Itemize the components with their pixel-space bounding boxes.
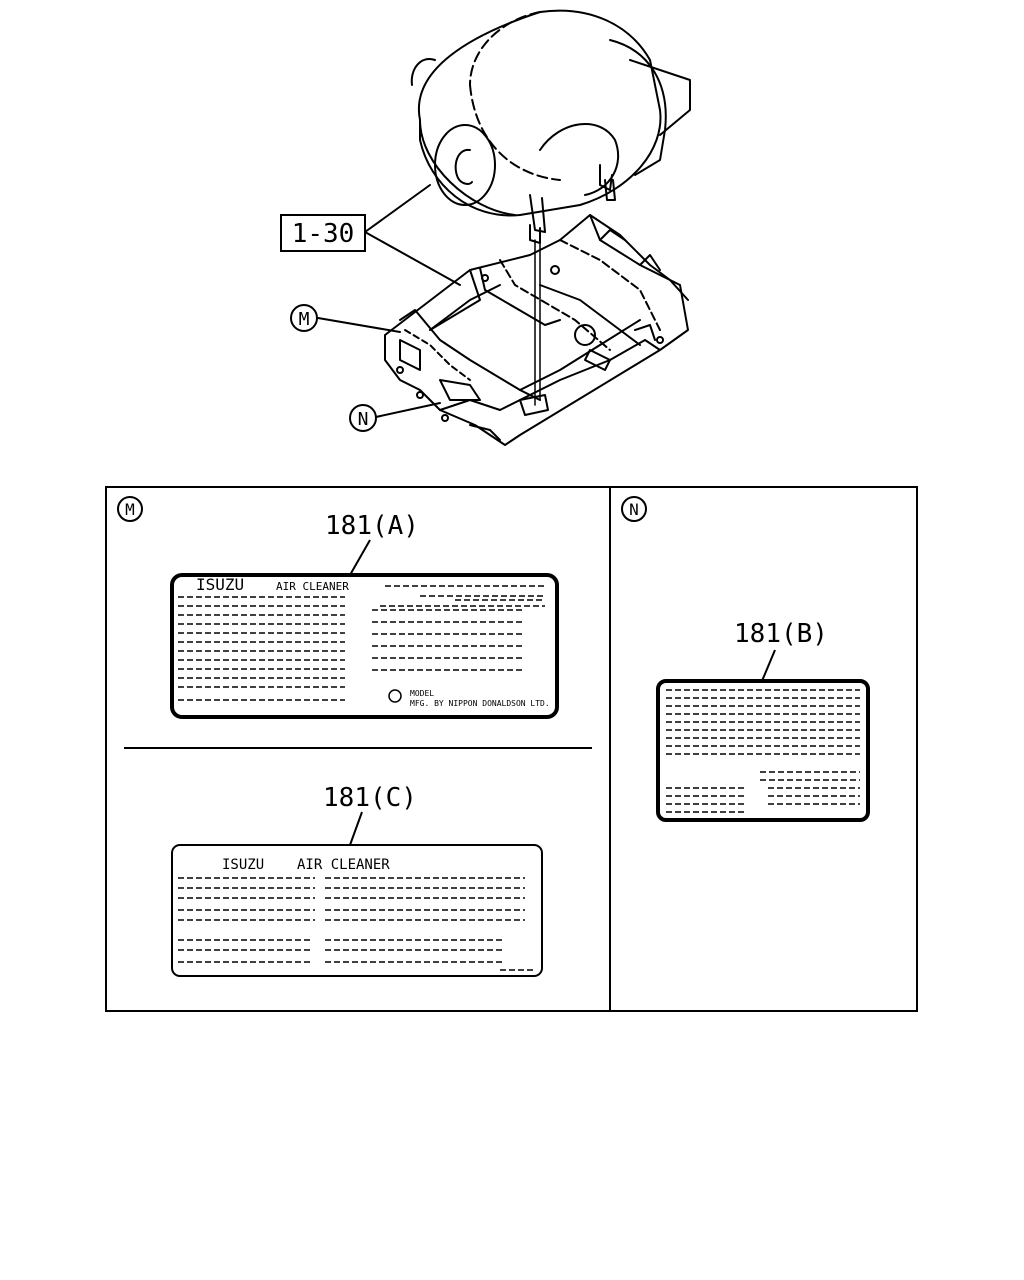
- part-ref-box: [280, 214, 366, 252]
- mounting-bracket: [384, 214, 689, 446]
- leader-line: [375, 402, 441, 418]
- callout-m-label: M: [299, 309, 310, 330]
- label-a-logo-icon: [388, 689, 402, 703]
- label-a-leader: [349, 539, 371, 576]
- label-c-brand: ISUZU: [222, 857, 264, 873]
- air-cleaner-canister: [410, 9, 691, 406]
- callout-m-circle: [290, 304, 318, 332]
- leader-line: [317, 317, 401, 333]
- detail-frame: [105, 486, 918, 1012]
- label-c-leader: [349, 811, 363, 846]
- label-b-plate: [656, 679, 870, 822]
- label-a-maker: MFG. BY NIPPON DONALDSON LTD.: [410, 699, 550, 708]
- label-a-model: MODEL: [410, 689, 434, 698]
- leader-line: [364, 184, 431, 233]
- label-c-product: AIR CLEANER: [297, 857, 390, 873]
- label-c-part-no: 181(C): [323, 783, 417, 813]
- label-a-fine-print: [178, 585, 545, 701]
- label-b-part-no: 181(B): [734, 619, 828, 649]
- callout-n-circle: [349, 404, 377, 432]
- callout-n-label: N: [358, 409, 369, 430]
- assembly-illustration: [317, 9, 691, 446]
- label-b-fine-print: [666, 689, 860, 813]
- detail-n-letter: N: [629, 500, 639, 519]
- label-a-part-no: 181(A): [325, 511, 419, 541]
- detail-m-circle: [117, 496, 143, 522]
- detail-m-letter: M: [125, 500, 135, 519]
- label-c-fine-print: [178, 877, 535, 971]
- detail-n-circle: [621, 496, 647, 522]
- leader-line: [364, 231, 461, 286]
- label-b-leader: [761, 649, 776, 682]
- label-a-product: AIR CLEANER: [276, 580, 349, 593]
- part-ref-label: 1-30: [292, 219, 355, 249]
- label-a-brand: ISUZU: [196, 575, 244, 594]
- label-a-plate: [170, 573, 559, 719]
- label-c-plate: [171, 844, 543, 977]
